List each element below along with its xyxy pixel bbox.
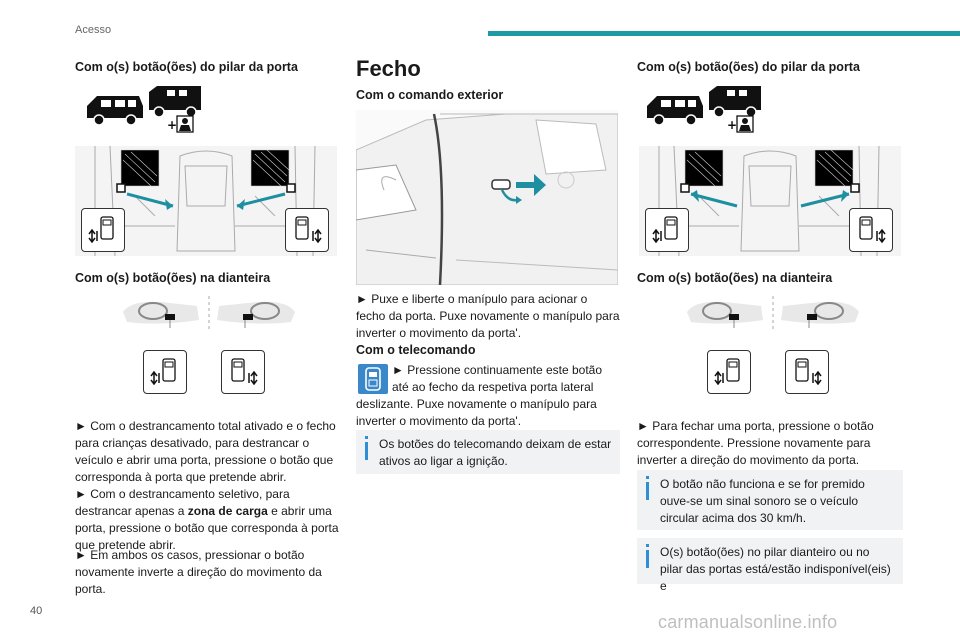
subheading-remote-control: Com o telecomando	[356, 343, 476, 357]
vehicle-silhouettes-illustration: +	[83, 84, 203, 134]
rear-door-buttons-illustration-right	[639, 146, 901, 256]
remote-sliding-door-icon	[358, 364, 388, 394]
cargo-zone-emphasis: zona de carga	[187, 504, 268, 518]
front-right-button-icon	[221, 350, 265, 394]
van-long-icon	[149, 86, 201, 118]
rear-right-door-button-icon	[285, 208, 329, 252]
paragraph-exterior-handle: ► Puxe e liberte o manípulo para acionar…	[356, 292, 620, 340]
info-icon	[646, 476, 649, 500]
paragraph-reverse-direction: ► Em ambos os casos, pressionar o botão …	[75, 548, 322, 596]
info-icon	[646, 544, 649, 568]
front-right-button-icon-right	[785, 350, 829, 394]
header-accent-bar	[488, 31, 960, 36]
front-left-button-icon-right	[707, 350, 751, 394]
plus-driver-icon: +	[167, 115, 194, 133]
front-console-illustration	[121, 296, 297, 332]
subheading-pillar-buttons: Com o(s) botão(ões) do pilar da porta	[75, 60, 298, 74]
page-number: 40	[30, 605, 43, 617]
section-title-closing: Fecho	[356, 56, 421, 81]
front-left-button-icon	[143, 350, 187, 394]
watermark: carmanualsonline.info	[658, 612, 838, 632]
note-speed-limit: O botão não funciona e se for premido ou…	[637, 470, 903, 530]
paragraph-total-unlock: ► Com o destrancamento total ativado e o…	[75, 419, 336, 484]
subheading-front-buttons: Com o(s) botão(ões) na dianteira	[75, 271, 271, 285]
info-icon	[365, 436, 368, 460]
rear-left-door-button-icon	[81, 208, 125, 252]
paragraph-selective-unlock: ► Com o destrancamento seletivo, para de…	[75, 487, 339, 552]
svg-text:+: +	[167, 118, 177, 132]
subheading-front-buttons-right: Com o(s) botão(ões) na dianteira	[637, 271, 833, 285]
vehicle-silhouettes-illustration-right: +	[643, 84, 763, 134]
rear-right-door-button-icon-right	[849, 208, 893, 252]
paragraph-close-door: ► Para fechar uma porta, pressione o bot…	[637, 419, 874, 467]
front-console-illustration-right	[685, 296, 861, 332]
header-section-title: Acesso	[75, 24, 112, 36]
van-short-icon	[87, 96, 143, 126]
note-buttons-unavailable: O(s) botão(ões) no pilar dianteiro ou no…	[637, 538, 903, 593]
subheading-pillar-buttons-right: Com o(s) botão(ões) do pilar da porta	[637, 60, 860, 74]
rear-left-door-button-icon-right	[645, 208, 689, 252]
exterior-handle-illustration	[356, 110, 618, 285]
subheading-exterior-control: Com o comando exterior	[356, 88, 504, 102]
note-remote-inactive: Os botões do telecomando deixam de estar…	[356, 430, 620, 474]
paragraph-remote-control: ► Pressione continuamente este botão até…	[356, 363, 603, 428]
svg-text:+: +	[727, 118, 737, 132]
rear-door-buttons-illustration	[75, 146, 337, 256]
